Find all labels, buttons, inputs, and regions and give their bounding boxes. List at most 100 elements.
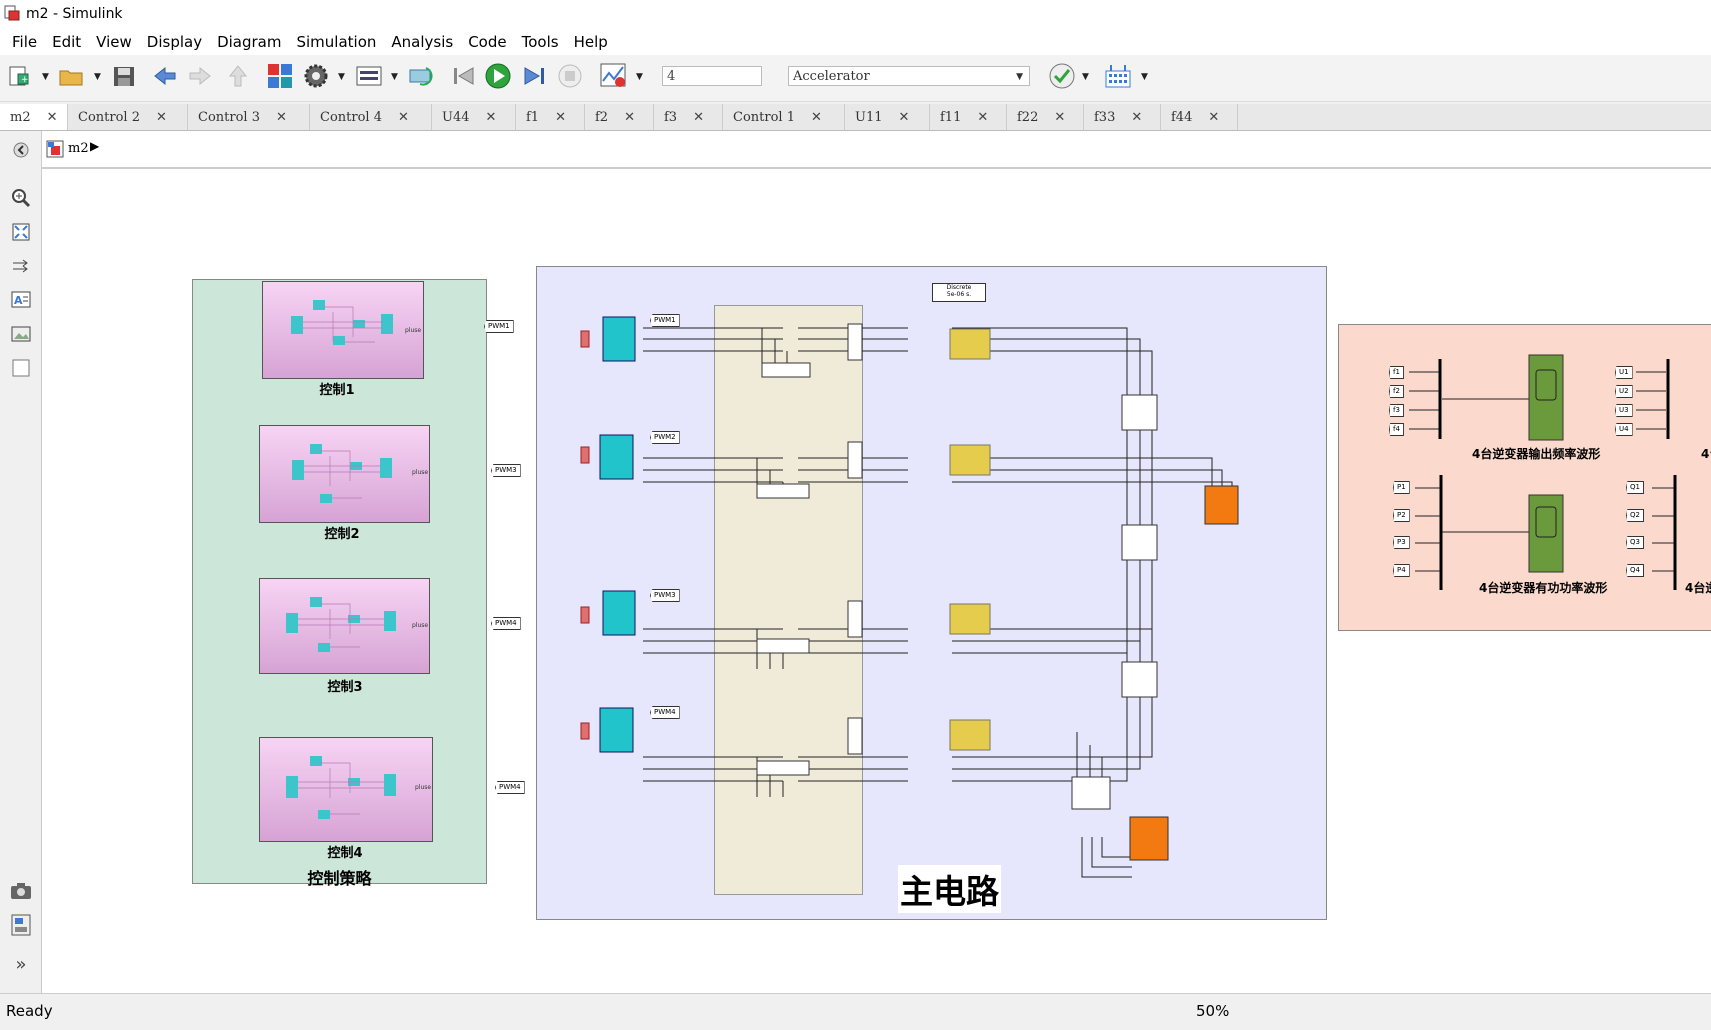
from-f3[interactable]: f3 [1389,404,1404,417]
tab-m2[interactable]: m2✕ [0,104,68,130]
save-icon[interactable] [110,62,138,90]
control-block-2[interactable]: pluse [259,425,430,523]
tab-u11[interactable]: U11✕ [845,104,930,130]
tab-f44[interactable]: f44✕ [1161,104,1238,130]
control-block-4[interactable]: pluse [259,737,433,842]
close-icon[interactable]: ✕ [810,109,822,125]
goto-pwm2[interactable]: PWM3 [491,464,521,477]
from-u2[interactable]: U2 [1615,385,1633,398]
from-f2[interactable]: f2 [1389,385,1404,398]
chevron-down-icon[interactable]: ▼ [1082,72,1089,82]
chevron-down-icon[interactable]: ▼ [636,72,643,82]
menu-help[interactable]: Help [573,32,608,51]
powergui-block[interactable]: Discrete 5e-06 s. [932,283,986,302]
chevron-down-icon[interactable]: ▼ [338,72,345,82]
from-p3[interactable]: P3 [1393,536,1410,549]
model-explorer-icon[interactable] [355,62,383,90]
up-arrow-icon[interactable] [224,62,252,90]
menu-display[interactable]: Display [146,32,203,51]
menu-edit[interactable]: Edit [52,32,82,51]
chevron-down-icon[interactable]: ▼ [391,72,398,82]
menu-file[interactable]: File [12,32,38,51]
close-icon[interactable]: ✕ [485,109,497,125]
menu-view[interactable]: View [96,32,132,51]
from-u1[interactable]: U1 [1615,366,1633,379]
tab-u44[interactable]: U44✕ [432,104,516,130]
tab-f3[interactable]: f3✕ [654,104,723,130]
simulation-mode-select[interactable]: Accelerator▼ [788,66,1030,86]
tab-f22[interactable]: f22✕ [1007,104,1084,130]
goto-pwm4[interactable]: PWM4 [495,781,525,794]
model-browser-icon[interactable] [10,914,32,936]
goto-pwm3[interactable]: PWM4 [491,617,521,630]
menu-simulation[interactable]: Simulation [296,32,377,51]
close-icon[interactable]: ✕ [1054,109,1066,125]
hide-browser-icon[interactable] [10,139,32,161]
tab-control-2[interactable]: Control 2✕ [68,104,188,130]
close-icon[interactable]: ✕ [275,109,287,125]
back-arrow-icon[interactable] [151,62,179,90]
stop-icon[interactable] [556,62,584,90]
main-circuit-area[interactable]: Discrete 5e-06 s. 主电路 [536,266,1327,920]
scope-area[interactable]: f1 f2 f3 f4 U1 U2 U3 U4 P1 P2 P3 P4 Q1 Q… [1338,324,1711,631]
from-q4[interactable]: Q4 [1626,564,1644,577]
diagram-canvas[interactable]: 控制策略 pluse 控制1 PWM1 pluse 控制2 PWM3 pluse… [42,169,1711,993]
menu-analysis[interactable]: Analysis [391,32,454,51]
close-icon[interactable]: ✕ [977,109,989,125]
from-q1[interactable]: Q1 [1626,481,1644,494]
control-block-3[interactable]: pluse [259,578,430,674]
from-q3[interactable]: Q3 [1626,536,1644,549]
close-icon[interactable]: ✕ [155,109,167,125]
library-browser-icon[interactable] [266,62,294,90]
step-back-icon[interactable] [450,62,478,90]
menu-diagram[interactable]: Diagram [217,32,282,51]
stop-time-input[interactable]: 4 [662,66,762,86]
close-icon[interactable]: ✕ [898,109,910,125]
from-u4[interactable]: U4 [1615,423,1633,436]
close-icon[interactable]: ✕ [397,109,409,125]
breadcrumb[interactable]: m2 [68,141,89,156]
close-icon[interactable]: ✕ [693,109,704,125]
close-icon[interactable]: ✕ [624,109,635,125]
chevron-down-icon[interactable]: ▼ [42,72,49,82]
chevron-down-icon[interactable]: ▼ [94,72,101,82]
close-icon[interactable]: ✕ [1208,109,1220,125]
arrows-icon[interactable] [10,255,32,277]
fit-to-view-icon[interactable] [10,221,32,243]
expand-palette-icon[interactable]: » [15,953,27,975]
tab-f11[interactable]: f11✕ [930,104,1007,130]
from-pwm2[interactable]: PWM2 [650,431,680,444]
tab-f1[interactable]: f1✕ [516,104,585,130]
tab-control-3[interactable]: Control 3✕ [188,104,310,130]
forward-arrow-icon[interactable] [186,62,214,90]
from-u3[interactable]: U3 [1615,404,1633,417]
from-pwm4[interactable]: PWM4 [650,706,680,719]
open-folder-icon[interactable] [57,62,85,90]
filter-area[interactable] [714,305,863,895]
menu-tools[interactable]: Tools [521,32,559,51]
data-inspector-icon[interactable] [600,62,628,90]
from-f4[interactable]: f4 [1389,423,1404,436]
annotation-icon[interactable]: A [10,289,32,311]
new-model-icon[interactable]: + [6,62,34,90]
close-icon[interactable]: ✕ [555,109,566,125]
step-forward-icon[interactable] [520,62,548,90]
tab-f33[interactable]: f33✕ [1084,104,1161,130]
build-model-icon[interactable] [1104,62,1132,90]
tab-f2[interactable]: f2✕ [585,104,654,130]
tab-control-4[interactable]: Control 4✕ [310,104,432,130]
tab-control-1[interactable]: Control 1✕ [723,104,845,130]
update-diagram-icon[interactable] [408,62,436,90]
breadcrumb-arrow-icon[interactable]: ▶ [90,139,100,153]
zoom-icon[interactable] [10,187,32,209]
chevron-down-icon[interactable]: ▼ [1141,72,1148,82]
close-icon[interactable]: ✕ [1131,109,1143,125]
from-p1[interactable]: P1 [1393,481,1410,494]
run-icon[interactable] [484,62,512,90]
gear-icon[interactable] [302,62,330,90]
control-block-1[interactable]: pluse [262,281,424,379]
from-pwm3[interactable]: PWM3 [650,589,680,602]
menu-code[interactable]: Code [468,32,507,51]
camera-icon[interactable] [10,880,32,902]
from-p2[interactable]: P2 [1393,509,1410,522]
